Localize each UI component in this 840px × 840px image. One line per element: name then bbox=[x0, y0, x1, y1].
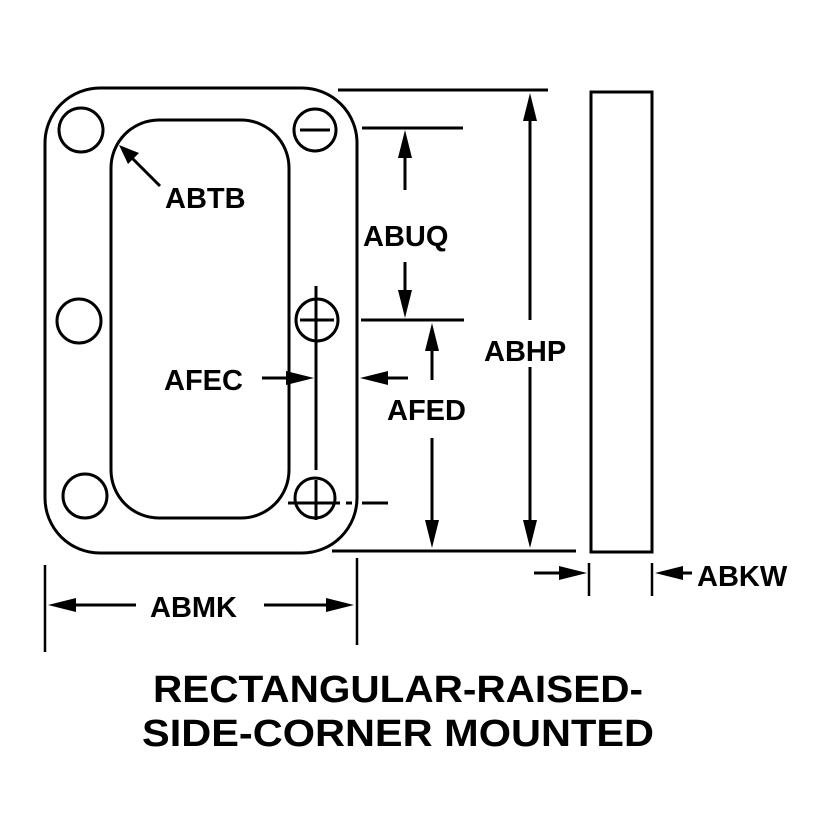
mounting-hole-bottom-left bbox=[61, 472, 109, 520]
label-abkw: ABKW bbox=[697, 561, 788, 593]
afed-lower-arrowhead bbox=[425, 520, 439, 548]
title-line-2: SIDE-CORNER MOUNTED bbox=[142, 713, 654, 755]
afec-left-arrowhead bbox=[286, 371, 314, 385]
label-afed: AFED bbox=[387, 395, 466, 427]
label-afec: AFEC bbox=[164, 365, 243, 397]
mounting-hole-middle-left bbox=[55, 297, 103, 345]
title-line-1: RECTANGULAR-RAISED- bbox=[153, 669, 643, 711]
abhp-upper-arrowhead bbox=[523, 93, 537, 121]
abuq-upper-arrowhead bbox=[398, 130, 412, 158]
outer-flange-outline bbox=[43, 86, 359, 555]
label-abtb: ABTB bbox=[165, 183, 246, 215]
side-view-profile bbox=[589, 90, 654, 554]
label-abuq: ABUQ bbox=[363, 221, 448, 253]
abtb-arrowhead bbox=[119, 145, 139, 164]
abmk-right-arrowhead bbox=[326, 598, 354, 612]
afed-upper-arrowhead bbox=[425, 323, 439, 351]
abkw-right-arrowhead bbox=[655, 566, 683, 580]
abhp-lower-arrowhead bbox=[523, 520, 537, 548]
abkw-left-arrowhead bbox=[559, 566, 587, 580]
mounting-hole-top-right bbox=[292, 107, 338, 153]
label-abmk: ABMK bbox=[150, 592, 237, 624]
abmk-left-arrowhead bbox=[48, 598, 76, 612]
inner-opening-outline bbox=[109, 118, 291, 520]
abuq-lower-arrowhead bbox=[398, 290, 412, 318]
label-abhp: ABHP bbox=[484, 336, 566, 368]
mounting-hole-top-left bbox=[57, 106, 105, 154]
afec-right-arrowhead bbox=[360, 371, 388, 385]
abtb-leader-line bbox=[129, 155, 162, 188]
